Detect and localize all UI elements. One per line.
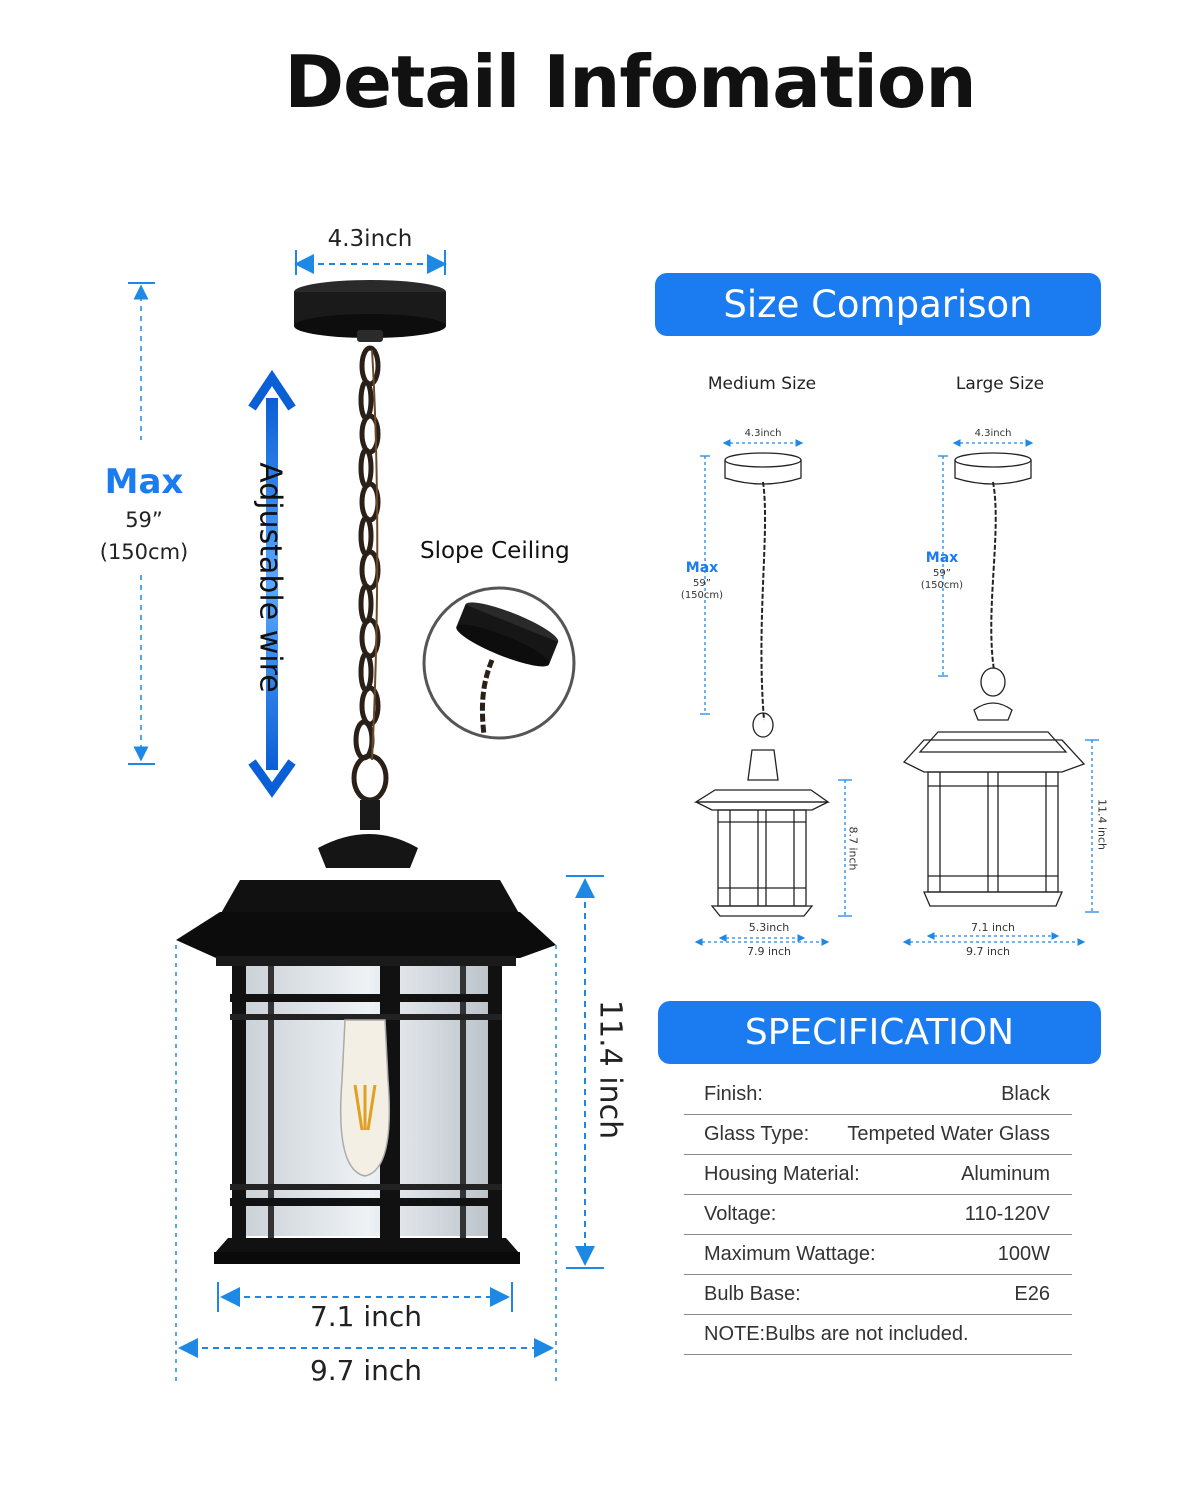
large-size-drawing [902, 439, 1099, 946]
height-label: 11.4 inch [592, 999, 628, 1140]
size-comparison-drawings [693, 439, 1099, 946]
large-height-label: 11.4 inch [1095, 798, 1109, 851]
medium-size-label: Medium Size [707, 374, 817, 394]
spec-label: Glass Type: [704, 1123, 810, 1145]
chain [351, 345, 389, 803]
medium-inner-width-label: 5.3inch [748, 921, 790, 934]
spec-value: Black [1001, 1083, 1050, 1105]
size-comparison-banner: Size Comparison [655, 273, 1101, 336]
ceiling-canopy [294, 280, 446, 342]
spec-row-glass-type: Glass Type: Tempeted Water Glass [684, 1115, 1072, 1155]
main-fixture-illustration [128, 250, 604, 1382]
large-canopy-label: 4.3inch [974, 428, 1012, 439]
spec-value: Aluminum [961, 1163, 1050, 1185]
large-max-cm: (150cm) [920, 580, 964, 591]
slope-ceiling-label: Slope Ceiling [420, 538, 570, 564]
page-title: Detail Infomation [284, 40, 976, 124]
spec-row-voltage: Voltage: 110-120V [684, 1195, 1072, 1235]
medium-size-drawing [693, 439, 852, 946]
canopy-width-dimension [294, 250, 447, 275]
spec-row-maximum-wattage: Maximum Wattage: 100W [684, 1235, 1072, 1275]
spec-value: 110-120V [964, 1203, 1050, 1225]
inner-width-dimension [217, 1282, 513, 1312]
lantern-fixture [176, 800, 556, 1264]
outer-width-dimension [175, 945, 557, 1382]
large-max-inch: 59” [933, 568, 951, 579]
spec-label: Maximum Wattage: [704, 1243, 876, 1265]
canopy-width-label: 4.3inch [327, 226, 413, 252]
adjustable-wire-label: Adjustable wire [252, 462, 288, 693]
spec-label: Housing Material: [704, 1163, 860, 1185]
spec-note-row: NOTE:Bulbs are not included. [684, 1315, 1072, 1355]
medium-max-inch: 59” [693, 578, 711, 589]
spec-row-bulb-base: Bulb Base: E26 [684, 1275, 1072, 1315]
medium-height-label: 8.7 inch [846, 826, 860, 871]
inner-width-label: 7.1 inch [309, 1300, 423, 1333]
max-length-dimension [128, 282, 155, 765]
large-inner-width-label: 7.1 inch [970, 921, 1016, 934]
spec-row-finish: Finish: Black [684, 1075, 1072, 1115]
adjustable-arrow-icon [248, 369, 296, 798]
large-size-label: Large Size [955, 374, 1045, 394]
medium-max-cm: (150cm) [680, 590, 724, 601]
spec-value: 100W [997, 1243, 1050, 1265]
spec-label: Bulb Base: [704, 1283, 801, 1305]
medium-outer-width-label: 7.9 inch [746, 945, 792, 958]
spec-label: Voltage: [704, 1203, 777, 1225]
max-value-cm: (150cm) [99, 540, 189, 564]
spec-row-housing-material: Housing Material: Aluminum [684, 1155, 1072, 1195]
max-label: Max [104, 462, 184, 502]
outer-width-label: 9.7 inch [309, 1354, 423, 1387]
specification-table: Finish: Black Glass Type: Tempeted Water… [684, 1075, 1072, 1355]
specification-banner: SPECIFICATION [658, 1001, 1101, 1064]
height-dimension [566, 875, 604, 1269]
max-value-inch: 59” [125, 508, 163, 532]
large-max-label: Max [925, 550, 959, 566]
slope-ceiling-inset [422, 586, 576, 740]
large-outer-width-label: 9.7 inch [965, 945, 1011, 958]
spec-value: E26 [1014, 1283, 1050, 1305]
spec-label: Finish: [704, 1083, 763, 1105]
spec-value: Tempeted Water Glass [847, 1123, 1050, 1145]
medium-canopy-label: 4.3inch [744, 428, 782, 439]
medium-max-label: Max [685, 560, 719, 576]
spec-note: NOTE:Bulbs are not included. [704, 1323, 969, 1345]
